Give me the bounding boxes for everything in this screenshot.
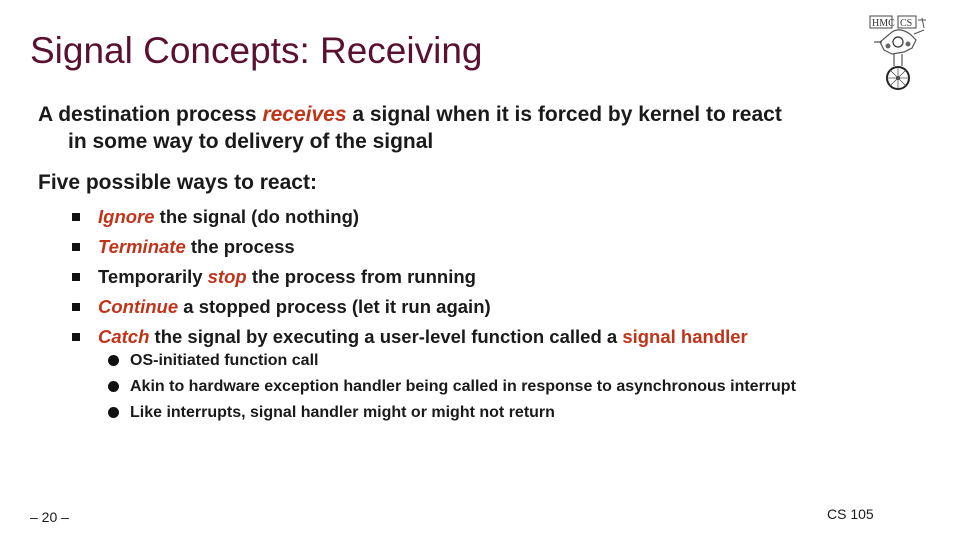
- round-bullet-icon: [108, 407, 119, 418]
- way-keyword: Catch: [98, 326, 150, 347]
- logo-text-hmc: HMC: [872, 18, 895, 29]
- way-keyword: Ignore: [98, 206, 155, 227]
- hmc-cs-logo: HMC CS: [869, 15, 926, 90]
- way-keyword: Continue: [98, 296, 179, 317]
- logo-text-cs: CS: [900, 18, 912, 29]
- square-bullet-icon: [72, 273, 80, 281]
- square-bullet-icon: [72, 243, 80, 251]
- signal-handler-term: signal handler: [622, 326, 748, 347]
- course-label: CS 105: [827, 506, 874, 522]
- handler-notes-list: OS-initiated function call Akin to hardw…: [108, 348, 796, 426]
- round-bullet-icon: [108, 355, 119, 366]
- round-bullet-icon: [108, 381, 119, 392]
- square-bullet-icon: [72, 303, 80, 311]
- intro-after: a signal when it is forced by kernel to …: [346, 103, 782, 126]
- way-keyword: stop: [207, 266, 247, 287]
- square-bullet-icon: [72, 213, 80, 221]
- list-item: Terminate the process: [72, 232, 748, 262]
- list-item: OS-initiated function call: [108, 348, 796, 374]
- ways-list: Ignore the signal (do nothing) Terminate…: [72, 202, 748, 352]
- list-item: Catch the signal by executing a user-lev…: [72, 322, 748, 352]
- list-item: Akin to hardware exception handler being…: [108, 374, 796, 400]
- ways-heading: Five possible ways to react:: [38, 171, 317, 194]
- intro-emphasis: receives: [262, 103, 347, 126]
- slide-title: Signal Concepts: Receiving: [30, 30, 483, 71]
- square-bullet-icon: [72, 333, 80, 341]
- list-item: Ignore the signal (do nothing): [72, 202, 748, 232]
- way-keyword: Terminate: [98, 236, 186, 257]
- list-item: Temporarily stop the process from runnin…: [72, 262, 748, 292]
- list-item: Continue a stopped process (let it run a…: [72, 292, 748, 322]
- intro-paragraph: A destination process receives a signal …: [38, 101, 918, 155]
- intro-before: A destination process: [38, 103, 263, 126]
- intro-line-2: in some way to delivery of the signal: [68, 130, 434, 153]
- page-number: – 20 –: [30, 509, 69, 525]
- list-item: Like interrupts, signal handler might or…: [108, 400, 796, 426]
